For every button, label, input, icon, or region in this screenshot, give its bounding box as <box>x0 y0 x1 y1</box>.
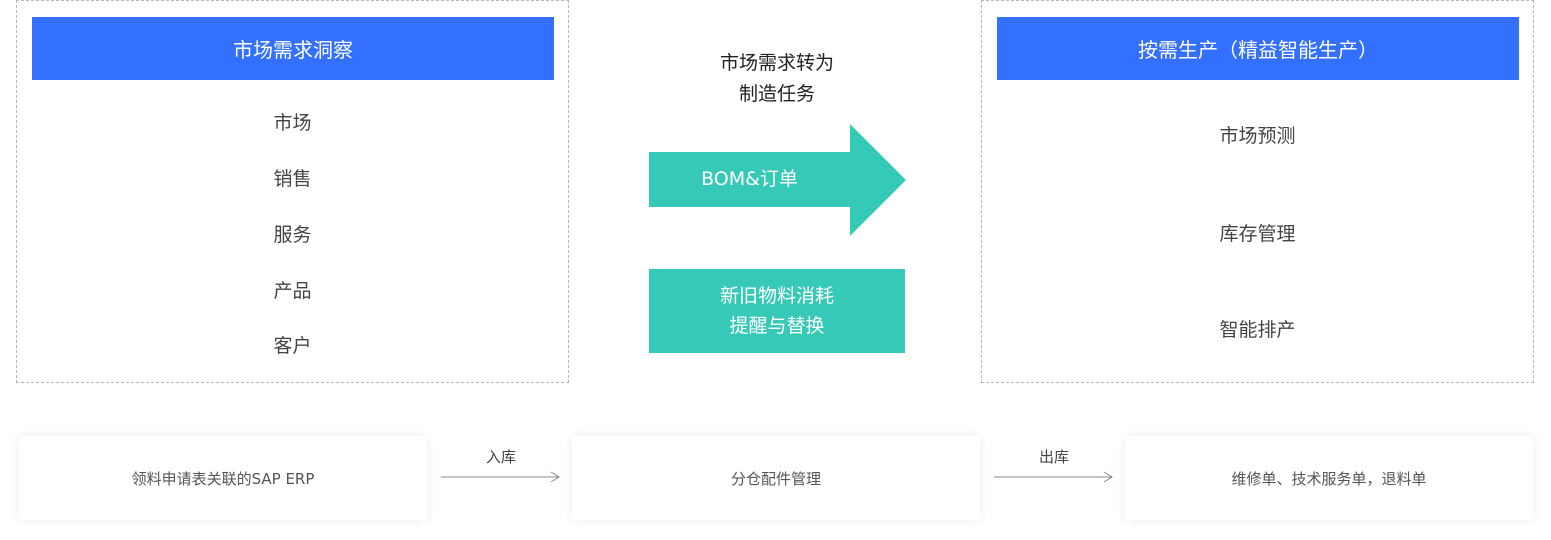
caption-line-1: 市场需求转为 <box>719 52 834 74</box>
outbound-arrow: 出库 <box>994 446 1114 486</box>
item-market-forecast: 市场预测 <box>1219 125 1296 147</box>
material-line-2: 提醒与替换 <box>729 315 825 337</box>
inbound-label: 入库 <box>485 448 516 466</box>
item-sales: 销售 <box>273 168 312 190</box>
material-line-1: 新旧物料消耗 <box>719 285 834 307</box>
item-service: 服务 <box>273 224 312 246</box>
warehouse-parts-card: 分仓配件管理 <box>572 436 980 520</box>
demand-to-task-caption: 市场需求转为 制造任务 <box>649 48 905 110</box>
bom-arrow-shape <box>649 124 906 236</box>
item-smart-scheduling: 智能排产 <box>1219 319 1296 341</box>
sap-erp-card: 领料申请表关联的SAP ERP <box>19 436 427 520</box>
item-market: 市场 <box>273 112 312 134</box>
on-demand-production-panel: 按需生产（精益智能生产） 市场预测 库存管理 智能排产 <box>981 0 1534 383</box>
on-demand-production-header: 按需生产（精益智能生产） <box>997 17 1519 80</box>
item-customer: 客户 <box>273 335 312 357</box>
bom-order-label: BOM&订单 <box>701 168 798 190</box>
bom-order-arrow-icon <box>649 124 906 236</box>
inbound-arrow: 入库 <box>441 446 561 486</box>
market-insight-panel: 市场需求洞察 市场 销售 服务 产品 客户 <box>16 0 569 383</box>
repair-service-return-card: 维修单、技术服务单，退料单 <box>1125 436 1533 520</box>
market-insight-header: 市场需求洞察 <box>32 17 554 80</box>
item-inventory-management: 库存管理 <box>1219 223 1296 245</box>
caption-line-2: 制造任务 <box>738 83 815 105</box>
arrow-right-icon <box>994 471 1113 483</box>
material-reminder-box: 新旧物料消耗 提醒与替换 <box>649 269 905 353</box>
arrow-right-icon <box>441 471 560 483</box>
item-product: 产品 <box>273 280 312 302</box>
outbound-label: 出库 <box>1038 448 1069 466</box>
